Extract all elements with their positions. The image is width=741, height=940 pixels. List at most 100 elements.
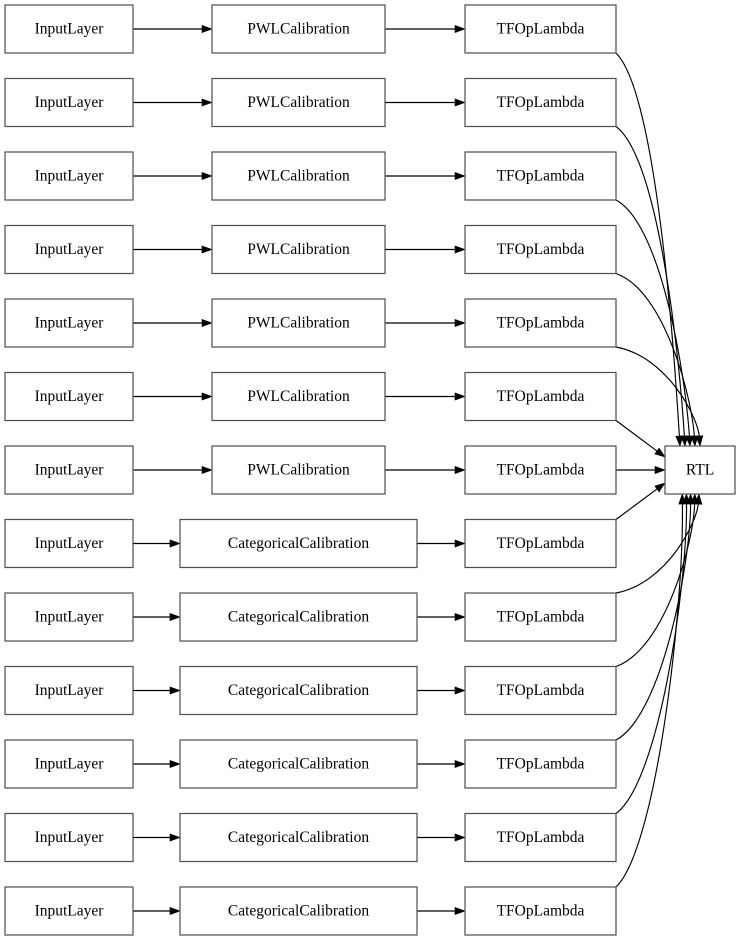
node-calibration-11[interactable]: CategoricalCalibration — [179, 812, 418, 863]
node-tfoplambda-10-label: TFOpLambda — [497, 756, 585, 773]
node-input-layer-0[interactable]: InputLayer — [4, 4, 134, 54]
node-tfoplambda-12[interactable]: TFOpLambda — [464, 886, 617, 936]
edge-input-to-calibration-8-arrowhead — [169, 612, 181, 622]
node-tfoplambda-2[interactable]: TFOpLambda — [464, 151, 617, 201]
node-tfoplambda-0-box[interactable] — [464, 4, 617, 54]
node-input-layer-6-box[interactable] — [4, 445, 134, 495]
node-calibration-2[interactable]: PWLCalibration — [211, 151, 386, 201]
node-rtl-output[interactable]: RTL — [664, 445, 736, 495]
node-input-layer-1[interactable]: InputLayer — [4, 77, 134, 128]
node-input-layer-6[interactable]: InputLayer — [4, 445, 134, 495]
node-calibration-9-label: CategoricalCalibration — [228, 682, 369, 699]
node-calibration-11-box[interactable] — [179, 812, 418, 863]
node-input-layer-5-label: InputLayer — [35, 388, 105, 405]
node-rtl-output-label: RTL — [686, 462, 714, 479]
node-input-layer-5-box[interactable] — [4, 371, 134, 422]
node-calibration-1-box[interactable] — [211, 77, 386, 128]
node-tfoplambda-1-box[interactable] — [464, 77, 617, 128]
node-input-layer-9[interactable]: InputLayer — [4, 665, 134, 716]
node-calibration-6-box[interactable] — [211, 445, 386, 495]
node-input-layer-2-box[interactable] — [4, 151, 134, 201]
node-calibration-5[interactable]: PWLCalibration — [211, 371, 386, 422]
node-calibration-10-label: CategoricalCalibration — [228, 756, 369, 773]
node-tfoplambda-10-box[interactable] — [464, 739, 617, 789]
node-tfoplambda-3-box[interactable] — [464, 224, 617, 275]
node-calibration-7-box[interactable] — [179, 518, 418, 569]
node-tfoplambda-1[interactable]: TFOpLambda — [464, 77, 617, 128]
node-tfoplambda-5[interactable]: TFOpLambda — [464, 371, 617, 422]
node-tfoplambda-4[interactable]: TFOpLambda — [464, 298, 617, 348]
node-calibration-8-box[interactable] — [179, 592, 418, 642]
node-calibration-9[interactable]: CategoricalCalibration — [179, 665, 418, 716]
node-calibration-10[interactable]: CategoricalCalibration — [179, 739, 418, 789]
node-input-layer-4-box[interactable] — [4, 298, 134, 348]
edge-lambda-to-rtl-1-curve — [615, 126, 685, 437]
node-input-layer-4[interactable]: InputLayer — [4, 298, 134, 348]
node-input-layer-11[interactable]: InputLayer — [4, 812, 134, 863]
node-calibration-8[interactable]: CategoricalCalibration — [179, 592, 418, 642]
node-tfoplambda-11[interactable]: TFOpLambda — [464, 812, 617, 863]
node-input-layer-5[interactable]: InputLayer — [4, 371, 134, 422]
edge-input-to-calibration-7-arrowhead — [169, 539, 181, 548]
node-input-layer-7[interactable]: InputLayer — [4, 518, 134, 569]
node-calibration-2-box[interactable] — [211, 151, 386, 201]
node-calibration-4-box[interactable] — [211, 298, 386, 348]
edge-calibration-to-lambda-3-arrowhead — [454, 245, 466, 254]
node-calibration-3[interactable]: PWLCalibration — [211, 224, 386, 275]
node-input-layer-12[interactable]: InputLayer — [4, 886, 134, 936]
node-tfoplambda-12-box[interactable] — [464, 886, 617, 936]
node-input-layer-12-label: InputLayer — [35, 903, 105, 920]
node-input-layer-10[interactable]: InputLayer — [4, 739, 134, 789]
node-tfoplambda-2-box[interactable] — [464, 151, 617, 201]
node-input-layer-1-box[interactable] — [4, 77, 134, 128]
node-input-layer-0-box[interactable] — [4, 4, 134, 54]
node-input-layer-8-box[interactable] — [4, 592, 134, 642]
node-tfoplambda-10[interactable]: TFOpLambda — [464, 739, 617, 789]
node-calibration-5-box[interactable] — [211, 371, 386, 422]
node-calibration-0[interactable]: PWLCalibration — [211, 4, 386, 54]
node-input-layer-7-box[interactable] — [4, 518, 134, 569]
node-calibration-12-box[interactable] — [179, 886, 418, 936]
node-tfoplambda-6[interactable]: TFOpLambda — [464, 445, 617, 495]
node-calibration-4[interactable]: PWLCalibration — [211, 298, 386, 348]
node-tfoplambda-3[interactable]: TFOpLambda — [464, 224, 617, 275]
node-input-layer-12-box[interactable] — [4, 886, 134, 936]
node-tfoplambda-5-box[interactable] — [464, 371, 617, 422]
node-calibration-6-label: PWLCalibration — [247, 462, 350, 479]
node-input-layer-11-box[interactable] — [4, 812, 134, 863]
node-tfoplambda-0[interactable]: TFOpLambda — [464, 4, 617, 54]
node-tfoplambda-7[interactable]: TFOpLambda — [464, 518, 617, 569]
node-tfoplambda-8[interactable]: TFOpLambda — [464, 592, 617, 642]
node-tfoplambda-4-label: TFOpLambda — [497, 315, 585, 332]
node-calibration-10-box[interactable] — [179, 739, 418, 789]
node-tfoplambda-4-box[interactable] — [464, 298, 617, 348]
node-tfoplambda-9-label: TFOpLambda — [497, 682, 585, 699]
node-tfoplambda-11-box[interactable] — [464, 812, 617, 863]
node-input-layer-9-box[interactable] — [4, 665, 134, 716]
node-calibration-12[interactable]: CategoricalCalibration — [179, 886, 418, 936]
node-calibration-1[interactable]: PWLCalibration — [211, 77, 386, 128]
node-input-layer-11-label: InputLayer — [35, 829, 105, 846]
node-tfoplambda-12-label: TFOpLambda — [497, 903, 585, 920]
node-input-layer-10-box[interactable] — [4, 739, 134, 789]
node-calibration-3-box[interactable] — [211, 224, 386, 275]
node-input-layer-3-box[interactable] — [4, 224, 134, 275]
node-calibration-1-label: PWLCalibration — [247, 94, 350, 111]
edge-lambda-to-rtl-3-curve — [615, 272, 695, 437]
node-tfoplambda-9-box[interactable] — [464, 665, 617, 716]
node-tfoplambda-8-box[interactable] — [464, 592, 617, 642]
node-tfoplambda-6-label: TFOpLambda — [497, 462, 585, 479]
node-input-layer-7-label: InputLayer — [35, 535, 105, 552]
node-tfoplambda-9[interactable]: TFOpLambda — [464, 665, 617, 716]
node-input-layer-3[interactable]: InputLayer — [4, 224, 134, 275]
node-rtl-output-box[interactable] — [664, 445, 736, 495]
node-calibration-0-box[interactable] — [211, 4, 386, 54]
node-calibration-7[interactable]: CategoricalCalibration — [179, 518, 418, 569]
node-input-layer-2[interactable]: InputLayer — [4, 151, 134, 201]
edge-calibration-to-lambda-1-arrowhead — [454, 98, 466, 107]
node-input-layer-8[interactable]: InputLayer — [4, 592, 134, 642]
node-tfoplambda-6-box[interactable] — [464, 445, 617, 495]
node-calibration-9-box[interactable] — [179, 665, 418, 716]
node-tfoplambda-7-box[interactable] — [464, 518, 617, 569]
node-calibration-6[interactable]: PWLCalibration — [211, 445, 386, 495]
